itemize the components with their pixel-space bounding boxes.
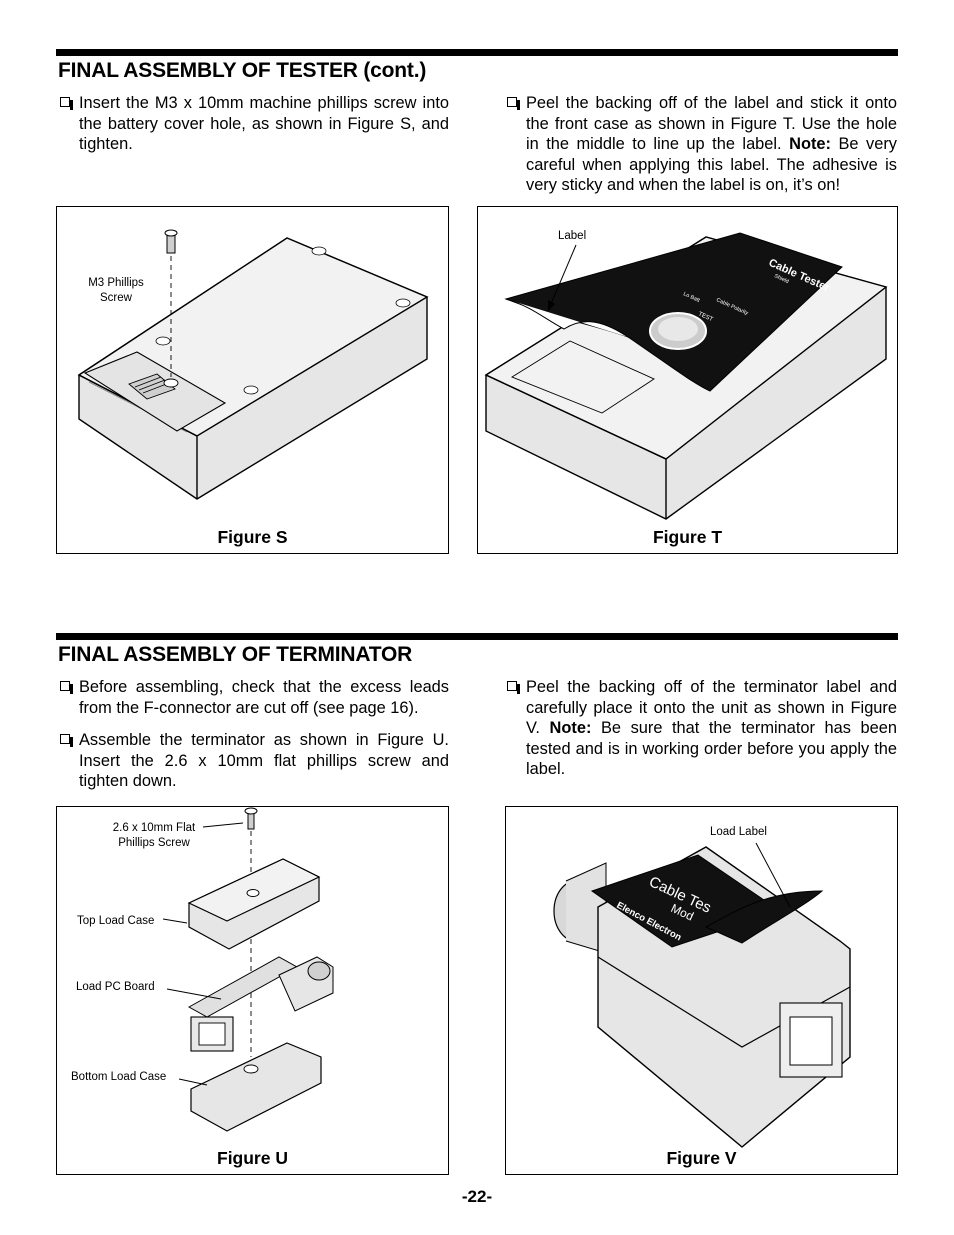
note-text: Be sure that the terminator has been tes… <box>526 719 897 778</box>
figure-u-illustration <box>162 807 334 1132</box>
figure-v-illustration: Cable Tes Mod Elenco Electron <box>553 842 851 1148</box>
step-check-leads: Before assembling, check that the excess… <box>60 677 449 718</box>
section-rule-terminator <box>56 633 898 640</box>
callout-flat-screw: 2.6 x 10mm Flat Phillips Screw <box>99 821 209 851</box>
callout-top-load-case: Top Load Case <box>77 915 155 927</box>
checkbox-icon[interactable] <box>60 681 73 694</box>
figure-v-caption: Figure V <box>666 1148 737 1168</box>
step-text: Peel the backing off of the label and st… <box>526 94 897 153</box>
step-text: Peel the backing off of the terminator l… <box>526 678 897 737</box>
step-text: Assemble the terminator as shown in Figu… <box>79 731 449 790</box>
figure-s: M3 Phillips Screw Figure S <box>56 206 449 554</box>
figure-s-illustration <box>77 229 429 500</box>
step-assemble-terminator: Assemble the terminator as shown in Figu… <box>60 730 449 792</box>
step-apply-terminator-label: Peel the backing off of the terminator l… <box>507 677 897 780</box>
callout-line: Screw <box>100 292 132 304</box>
callout-line: 2.6 x 10mm Flat <box>112 822 196 834</box>
note-text: Be very careful when applying this label… <box>526 135 897 194</box>
checkbox-icon[interactable] <box>60 97 73 110</box>
figure-u-caption: Figure U <box>217 1148 288 1168</box>
figure-v: Cable Tes Mod Elenco Electron Load Label… <box>505 806 898 1175</box>
note-label: Note: <box>789 135 831 153</box>
callout-load-pc-board: Load PC Board <box>76 981 155 993</box>
figure-t: Cable Tester TEST Lo Batt Cable Polarity… <box>477 206 898 554</box>
figure-t-caption: Figure T <box>652 527 723 547</box>
section-rule-tester <box>56 49 898 56</box>
step-text: Insert the M3 x 10mm machine phillips sc… <box>79 94 449 153</box>
callout-line: M3 Phillips <box>88 277 144 289</box>
callout-label: Label <box>558 230 587 242</box>
checkbox-icon[interactable] <box>507 681 520 694</box>
step-text: Before assembling, check that the excess… <box>79 678 449 717</box>
figure-t-illustration: Cable Tester TEST Lo Batt Cable Polarity… <box>484 232 888 520</box>
step-apply-label: Peel the backing off of the label and st… <box>507 93 897 196</box>
step-insert-screw: Insert the M3 x 10mm machine phillips sc… <box>60 93 449 155</box>
figure-s-caption: Figure S <box>217 527 288 547</box>
note-label: Note: <box>549 719 592 737</box>
checkbox-icon[interactable] <box>60 734 73 747</box>
label-test-text: TEST <box>697 311 714 323</box>
figure-u: 2.6 x 10mm Flat Phillips Screw Top Load … <box>56 806 449 1175</box>
section-title-tester: FINAL ASSEMBLY OF TESTER (cont.) <box>58 59 427 82</box>
label-shield-text: Shield <box>773 273 789 285</box>
callout-bottom-load-case: Bottom Load Case <box>71 1071 167 1083</box>
checkbox-icon[interactable] <box>507 97 520 110</box>
callout-line: Phillips Screw <box>118 837 190 849</box>
callout-m3-screw: M3 Phillips Screw <box>79 276 153 306</box>
page-number: -22- <box>461 1187 493 1206</box>
section-title-terminator: FINAL ASSEMBLY OF TERMINATOR <box>58 643 413 666</box>
callout-load-label: Load Label <box>710 826 767 838</box>
